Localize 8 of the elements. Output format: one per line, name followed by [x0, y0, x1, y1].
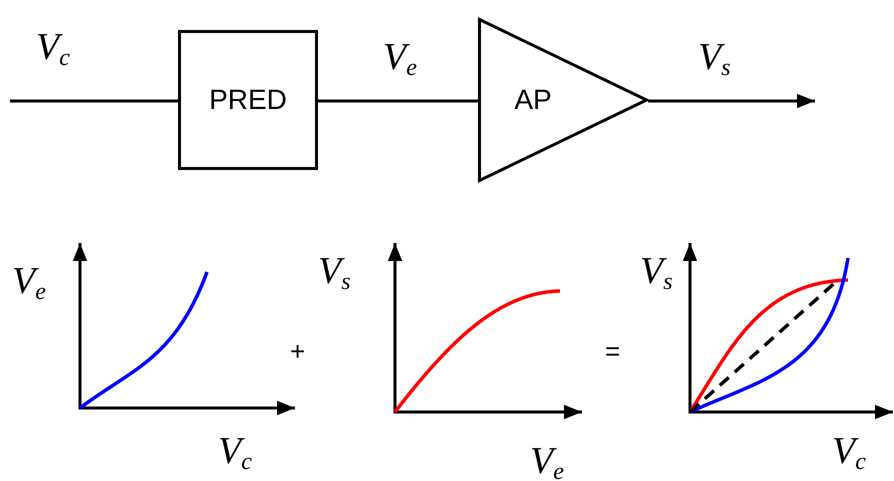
process-box [178, 30, 318, 170]
block-label: AP [514, 86, 552, 114]
signal-line [10, 100, 178, 102]
signal-line [318, 100, 478, 102]
operator-symbol: = [605, 338, 620, 364]
signal-line [648, 94, 815, 108]
operator-symbol: + [290, 338, 306, 364]
block-label: PRED [209, 86, 287, 114]
